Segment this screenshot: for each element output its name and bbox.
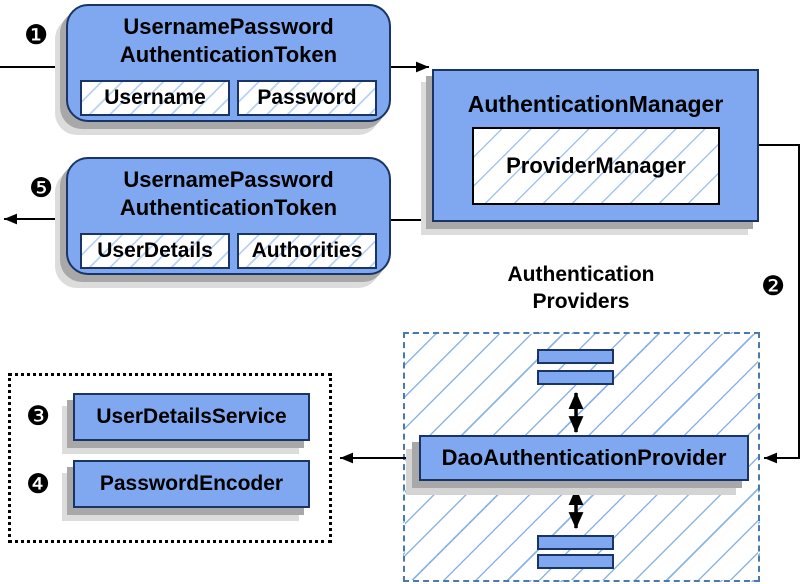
- step-5-badge: ❺: [29, 173, 54, 204]
- authentication-manager-title: AuthenticationManager: [467, 91, 724, 117]
- request-token-title: UsernamePassword AuthenticationToken: [68, 6, 389, 69]
- authentication-manager-box: AuthenticationManager ProviderManager: [432, 69, 759, 222]
- request-token-title-line1: UsernamePassword: [123, 14, 334, 39]
- username-field-box: Username: [80, 80, 230, 116]
- services-region: [8, 373, 332, 543]
- response-token-box: UsernamePassword AuthenticationToken Use…: [66, 157, 391, 275]
- response-token-title: UsernamePassword AuthenticationToken: [68, 159, 389, 222]
- request-token-title-line2: AuthenticationToken: [119, 42, 338, 67]
- other-provider-bar: [537, 370, 614, 385]
- request-token-box: UsernamePassword AuthenticationToken Use…: [66, 4, 391, 122]
- authentication-providers-label-line2: Providers: [532, 290, 630, 313]
- step-2-badge: ❷: [761, 271, 786, 302]
- password-field-box: Password: [237, 80, 377, 116]
- response-token-title-line1: UsernamePassword: [123, 167, 334, 192]
- other-provider-bar: [537, 349, 614, 364]
- response-token-fields: UserDetails Authorities: [80, 233, 377, 269]
- password-encoder-box: PasswordEncoder: [73, 460, 310, 508]
- step-1-badge: ❶: [24, 20, 49, 51]
- provider-manager-box: ProviderManager: [472, 127, 720, 205]
- authentication-providers-label: Authentication Providers: [431, 261, 731, 315]
- user-details-service-box: UserDetailsService: [73, 393, 310, 441]
- authentication-providers-label-line1: Authentication: [507, 263, 655, 286]
- other-provider-bar: [537, 554, 614, 569]
- other-provider-bar: [537, 535, 614, 550]
- request-token-fields: Username Password: [80, 80, 377, 116]
- response-token-title-line2: AuthenticationToken: [119, 195, 338, 220]
- authorities-field-box: Authorities: [237, 233, 377, 269]
- dao-authentication-provider-box: DaoAuthenticationProvider: [419, 435, 749, 481]
- step-4-badge: ❹: [26, 469, 51, 500]
- userdetails-field-box: UserDetails: [80, 233, 230, 269]
- step-3-badge: ❸: [26, 401, 51, 432]
